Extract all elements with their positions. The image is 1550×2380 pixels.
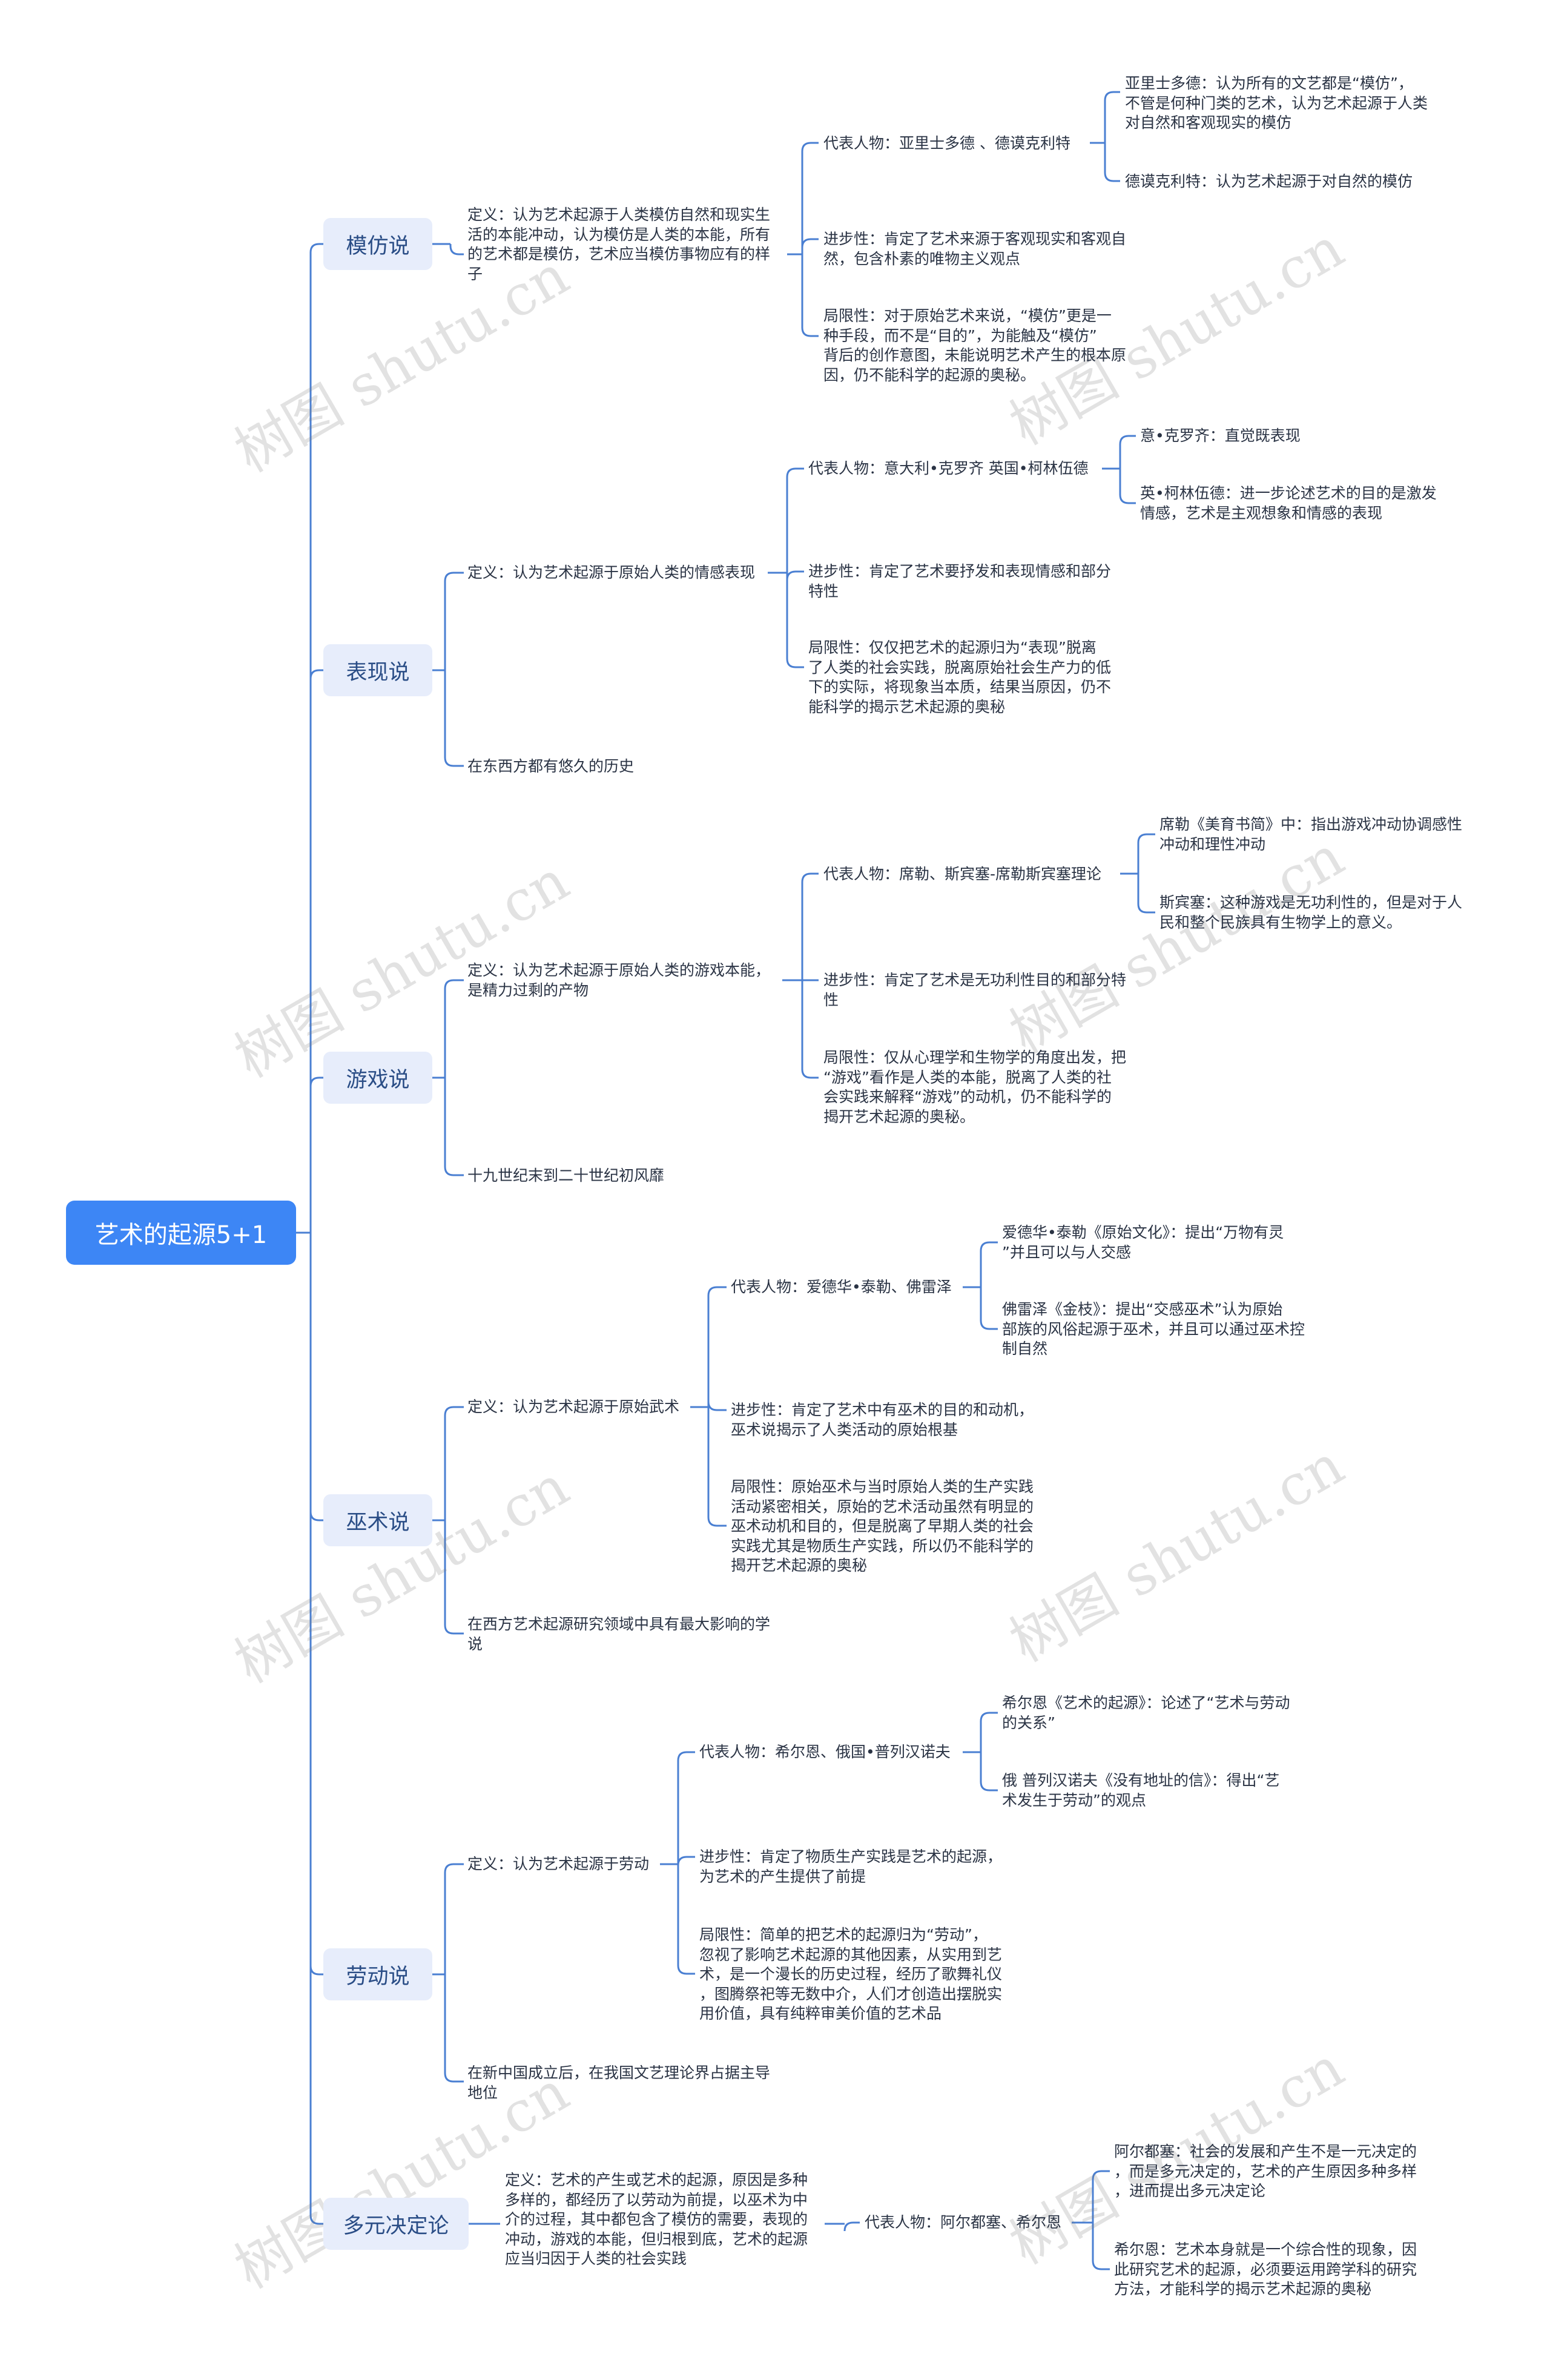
progress-text: 进步性：肯定了艺术是无功利性目的和部分特 性 [823, 971, 1127, 1009]
representative-detail: 俄 普列汉诺夫《没有地址的信》：得出“艺 术发生于劳动”的观点 [1002, 1772, 1280, 1809]
limitation-text: 局限性：简单的把艺术的起源归为“劳动”， 忽视了影响艺术起源的其他因素，从实用到… [699, 1926, 1003, 2022]
definition-text: 定义：认为艺术起源于人类模仿自然和现实生 活的本能冲动，认为模仿是人类的本能，所… [467, 206, 771, 283]
topic-imitation[interactable]: 模仿说 [323, 218, 432, 270]
definition-text: 定义：艺术的产生或艺术的起源，原因是多种 多样的，都经历了以劳动为前提，以巫术为… [505, 2171, 808, 2267]
representative-detail: 亚里士多德：认为所有的文艺都是“模仿”， 不管是何种门类的艺术，认为艺术起源于人… [1125, 74, 1428, 131]
topic-pluralism[interactable]: 多元决定论 [323, 2198, 469, 2250]
representatives-text: 代表人物：意大利•克罗齐 英国•柯林伍德 [808, 460, 1089, 477]
representatives-text: 代表人物：亚里士多德 、德谟克利特 [823, 134, 1070, 152]
progress-text: 进步性：肯定了艺术来源于客观现实和客观自 然，包含朴素的唯物主义观点 [823, 230, 1127, 268]
note-text: 在新中国成立后，在我国文艺理论界占据主导 地位 [467, 2064, 771, 2101]
progress-text: 进步性：肯定了物质生产实践是艺术的起源， 为艺术的产生提供了前提 [699, 1848, 1003, 1885]
limitation-text: 局限性：仅仅把艺术的起源归为“表现”脱离 了人类的社会实践，脱离原始社会生产力的… [808, 639, 1112, 716]
limitation-text: 局限性：原始巫术与当时原始人类的生产实践 活动紧密相关，原始的艺术活动虽然有明显… [731, 1478, 1034, 1574]
representative-detail: 阿尔都塞：社会的发展和产生不是一元决定的 ，而是多元决定的，艺术的产生原因多种多… [1114, 2143, 1417, 2200]
representatives-text: 代表人物：阿尔都塞、希尔恩 [865, 2214, 1062, 2231]
representative-detail: 英•柯林伍德：进一步论述艺术的目的是激发 情感，艺术是主观想象和情感的表现 [1140, 484, 1437, 522]
representative-detail: 德谟克利特：认为艺术起源于对自然的模仿 [1125, 173, 1413, 190]
definition-text: 定义：认为艺术起源于原始人类的游戏本能， 是精力过剩的产物 [467, 961, 771, 999]
representatives-text: 代表人物：席勒、斯宾塞-席勒斯宾塞理论 [823, 865, 1102, 883]
topic-witchcraft[interactable]: 巫术说 [323, 1494, 432, 1546]
representative-detail: 意•克罗齐：直觉既表现 [1140, 427, 1301, 444]
topic-expression[interactable]: 表现说 [323, 644, 432, 696]
root-topic[interactable]: 艺术的起源5+1 [66, 1201, 296, 1265]
definition-text: 定义：认为艺术起源于劳动 [467, 1855, 650, 1873]
note-text: 在东西方都有悠久的历史 [467, 757, 635, 775]
note-text: 十九世纪末到二十世纪初风靡 [467, 1167, 665, 1184]
representative-detail: 希尔恩《艺术的起源》：论述了“艺术与劳动 的关系” [1002, 1694, 1290, 1732]
representative-detail: 斯宾塞：这种游戏是无功利性的，但是对于人 民和整个民族具有生物学上的意义。 [1159, 894, 1463, 931]
progress-text: 进步性：肯定了艺术要抒发和表现情感和部分 特性 [808, 562, 1112, 600]
limitation-text: 局限性：仅从心理学和生物学的角度出发，把 “游戏”看作是人类的本能，脱离了人类的… [823, 1049, 1127, 1126]
representative-detail: 爱德华•泰勒《原始文化》：提出“万物有灵 ”并且可以与人交感 [1002, 1224, 1284, 1261]
definition-text: 定义：认为艺术起源于原始人类的情感表现 [467, 564, 756, 581]
topic-labor[interactable]: 劳动说 [323, 1948, 432, 2000]
note-text: 在西方艺术起源研究领域中具有最大影响的学 说 [467, 1615, 771, 1653]
progress-text: 进步性：肯定了艺术中有巫术的目的和动机， 巫术说揭示了人类活动的原始根基 [731, 1401, 1034, 1439]
representatives-text: 代表人物：希尔恩、俄国•普列汉诺夫 [699, 1743, 951, 1761]
representative-detail: 席勒《美育书简》中：指出游戏冲动协调感性 冲动和理性冲动 [1159, 816, 1463, 853]
topic-play[interactable]: 游戏说 [323, 1052, 432, 1104]
representative-detail: 希尔恩：艺术本身就是一个综合性的现象，因 此研究艺术的起源，必须要运用跨学科的研… [1114, 2241, 1417, 2298]
representatives-text: 代表人物：爱德华•泰勒、佛雷泽 [731, 1278, 952, 1296]
representative-detail: 佛雷泽《金枝》：提出“交感巫术”认为原始 部族的风俗起源于巫术，并且可以通过巫术… [1002, 1300, 1305, 1357]
definition-text: 定义：认为艺术起源于原始武术 [467, 1398, 680, 1416]
limitation-text: 局限性：对于原始艺术来说，“模仿”更是一 种手段，而不是“目的”，为能触及“模仿… [823, 307, 1127, 384]
